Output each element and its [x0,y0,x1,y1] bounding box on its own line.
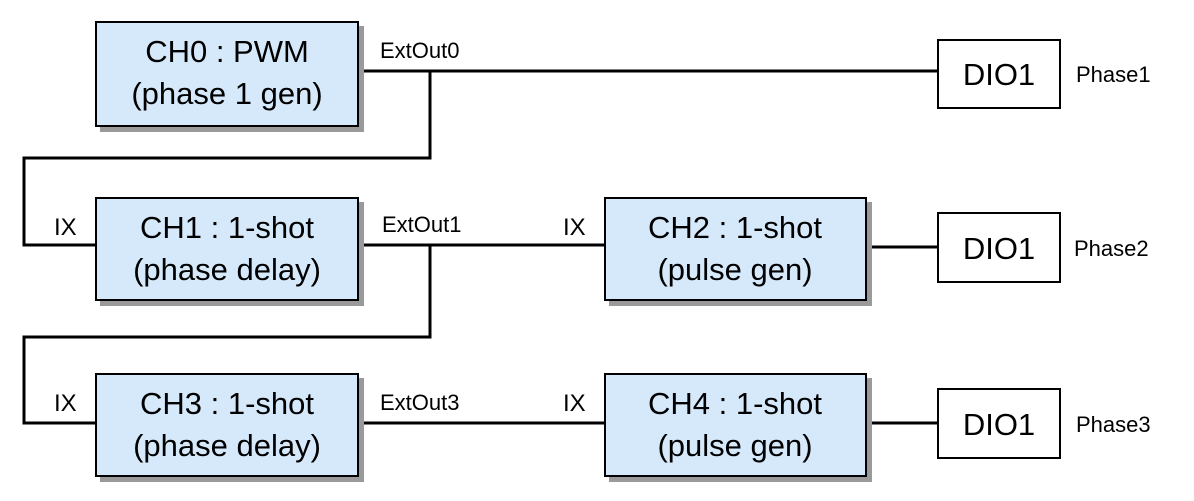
phase1-label: Phase1 [1076,62,1151,87]
channel-box [95,373,359,477]
channel-ch3: CH3 : 1-shot (phase delay) [95,373,359,477]
ch1-ix-label: IX [54,214,77,241]
extout0-label: ExtOut0 [380,38,459,63]
extout3-label: ExtOut3 [380,390,459,415]
channel-subtitle: (pulse gen) [657,252,812,287]
channel-box [95,197,359,301]
channel-title: CH4 : 1-shot [648,386,822,421]
channel-ch2: CH2 : 1-shot (pulse gen) [604,197,867,301]
dio-box [937,388,1061,459]
output-dio-phase3: DIO1 [937,388,1061,459]
ch4-ix-label: IX [563,390,586,417]
channel-ch0: CH0 : PWM (phase 1 gen) [95,21,359,127]
dio-label: DIO1 [963,231,1035,266]
channel-title: CH0 : PWM [145,34,309,69]
channel-box [604,197,867,301]
output-dio-phase1: DIO1 [937,39,1061,109]
channel-ch1: CH1 : 1-shot (phase delay) [95,197,359,301]
channel-title: CH3 : 1-shot [140,386,314,421]
ch3-ix-label: IX [54,390,77,417]
wire-extout1-to-ch3-ix [22,245,432,425]
channel-ch4: CH4 : 1-shot (pulse gen) [604,373,867,477]
dio-label: DIO1 [963,57,1035,92]
channel-subtitle: (phase delay) [133,252,321,287]
extout1-label: ExtOut1 [382,212,461,237]
ch2-ix-label: IX [563,214,586,241]
connection-wires [22,69,938,425]
dio-label: DIO1 [963,407,1035,442]
channel-title: CH2 : 1-shot [648,210,822,245]
channel-title: CH1 : 1-shot [140,210,314,245]
channel-subtitle: (phase delay) [133,428,321,463]
channel-box [95,21,359,127]
channel-subtitle: (phase 1 gen) [131,76,322,111]
dio-box [937,39,1061,109]
output-dio-phase2: DIO1 [937,212,1061,283]
channel-subtitle: (pulse gen) [657,428,812,463]
phase2-label: Phase2 [1074,236,1149,261]
wire-extout0-to-ch1-ix [22,71,432,247]
dio-box [937,212,1061,283]
channel-box [604,373,867,477]
phase3-label: Phase3 [1076,412,1151,437]
